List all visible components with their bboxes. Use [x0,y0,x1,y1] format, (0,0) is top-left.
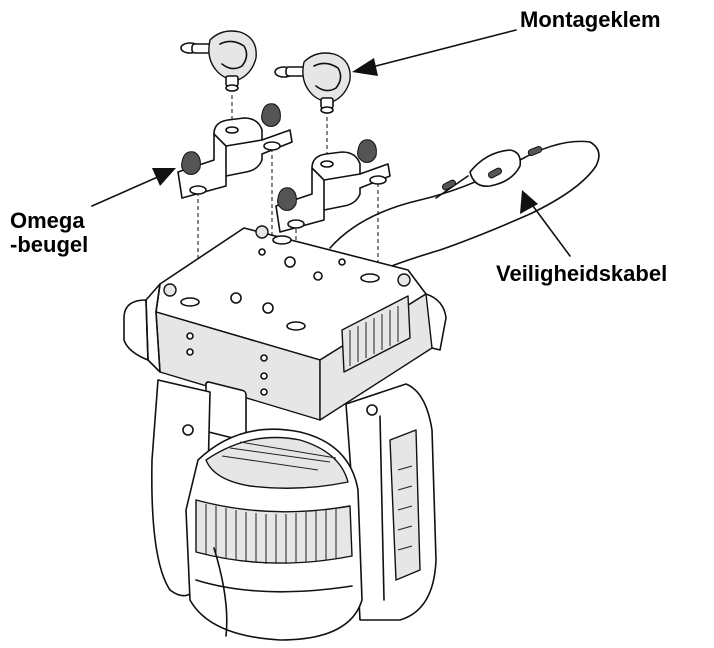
fixture-base [123,225,447,442]
fixture-yoke [151,379,437,621]
safety-cable-label: Veiligheidskabel [496,261,668,286]
fixture-head [185,428,363,641]
omega-bracket-right [275,139,391,233]
clamp-label: Montageklem [520,7,661,32]
vent-grille-base [341,295,411,373]
lcd-display [205,381,247,442]
omega-bracket-left [177,103,293,199]
clamp-left [180,30,257,92]
callout-arrows [91,29,571,257]
safety-cable [329,140,600,271]
omega-bracket-label-line1: Omega [10,208,85,233]
omega-bracket-label-line2: -beugel [10,232,89,257]
clamp-right [274,52,351,114]
omega-bracket-label: Omega -beugel [10,209,88,257]
